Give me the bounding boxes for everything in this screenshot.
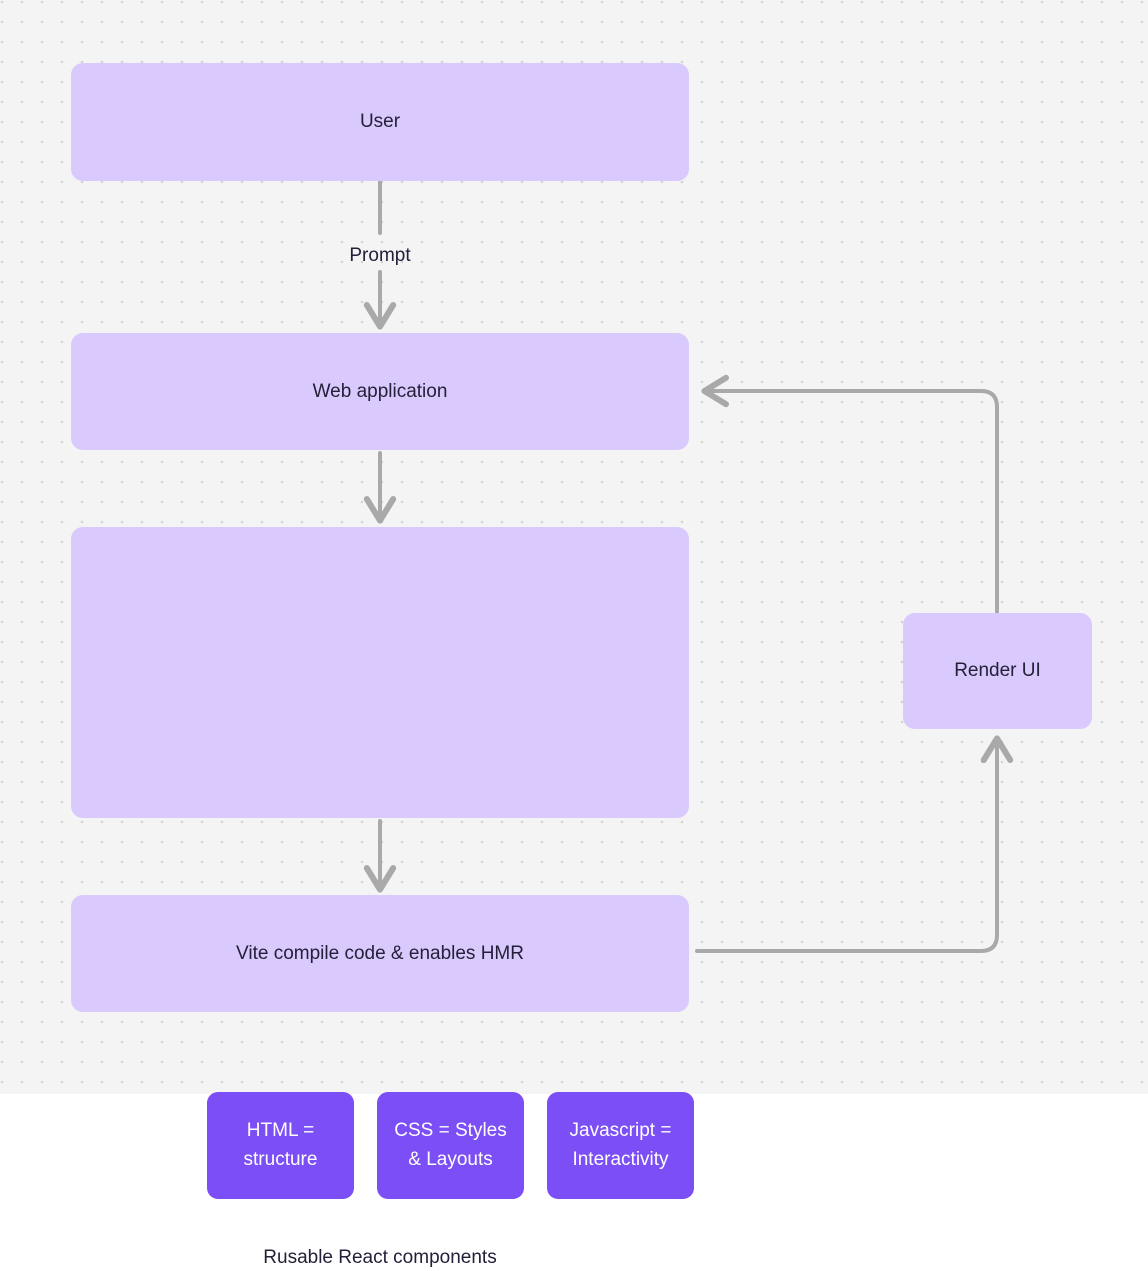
node-html-label-line2: structure bbox=[243, 1148, 318, 1170]
node-web-application[interactable]: Web application bbox=[71, 333, 689, 450]
node-css-label-line1: CSS = Styles bbox=[394, 1120, 507, 1141]
node-render-ui-label: Render UI bbox=[954, 660, 1041, 682]
node-css[interactable]: CSS = Styles & Layouts bbox=[377, 1092, 524, 1199]
node-javascript[interactable]: Javascript = Interactivity bbox=[547, 1092, 694, 1199]
node-react-components-group-label: Rusable React components bbox=[263, 1247, 497, 1268]
edge-vite-to-render bbox=[695, 735, 1014, 953]
node-vite-label: Vite compile code & enables HMR bbox=[236, 942, 524, 964]
node-web-application-label: Web application bbox=[312, 380, 448, 402]
node-render-ui[interactable]: Render UI bbox=[903, 613, 1092, 729]
node-javascript-label-line1: Javascript = bbox=[569, 1120, 672, 1141]
node-html-label-line1: HTML = bbox=[246, 1120, 315, 1141]
node-react-components-group[interactable]: HTML = structure CSS = Styles & Layouts … bbox=[71, 527, 694, 1268]
edge-render-to-webapp bbox=[701, 374, 999, 615]
node-html[interactable]: HTML = structure bbox=[207, 1092, 354, 1199]
node-javascript-label-line2: Interactivity bbox=[572, 1148, 669, 1170]
node-vite[interactable]: Vite compile code & enables HMR bbox=[71, 895, 689, 1012]
node-user[interactable]: User bbox=[71, 63, 689, 181]
node-css-label-line2: & Layouts bbox=[408, 1148, 493, 1170]
edge-label-prompt: Prompt bbox=[349, 245, 411, 266]
node-user-label: User bbox=[359, 111, 401, 133]
